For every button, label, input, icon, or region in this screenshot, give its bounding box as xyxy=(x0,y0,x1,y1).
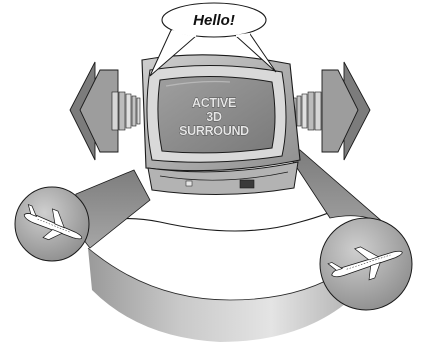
screen-line-1: ACTIVE xyxy=(192,96,236,110)
crt-television-icon: ACTIVE 3D SURROUND xyxy=(142,55,300,195)
screen-line-2: 3D xyxy=(206,110,222,124)
sound-wave-arrow-right-icon xyxy=(293,62,370,160)
left-airplane-bubble xyxy=(15,187,89,261)
right-airplane-bubble xyxy=(320,218,412,310)
screen-line-3: SURROUND xyxy=(179,124,249,138)
speech-bubble-text: Hello! xyxy=(193,12,235,29)
sound-wave-arrow-left-icon xyxy=(70,62,140,160)
